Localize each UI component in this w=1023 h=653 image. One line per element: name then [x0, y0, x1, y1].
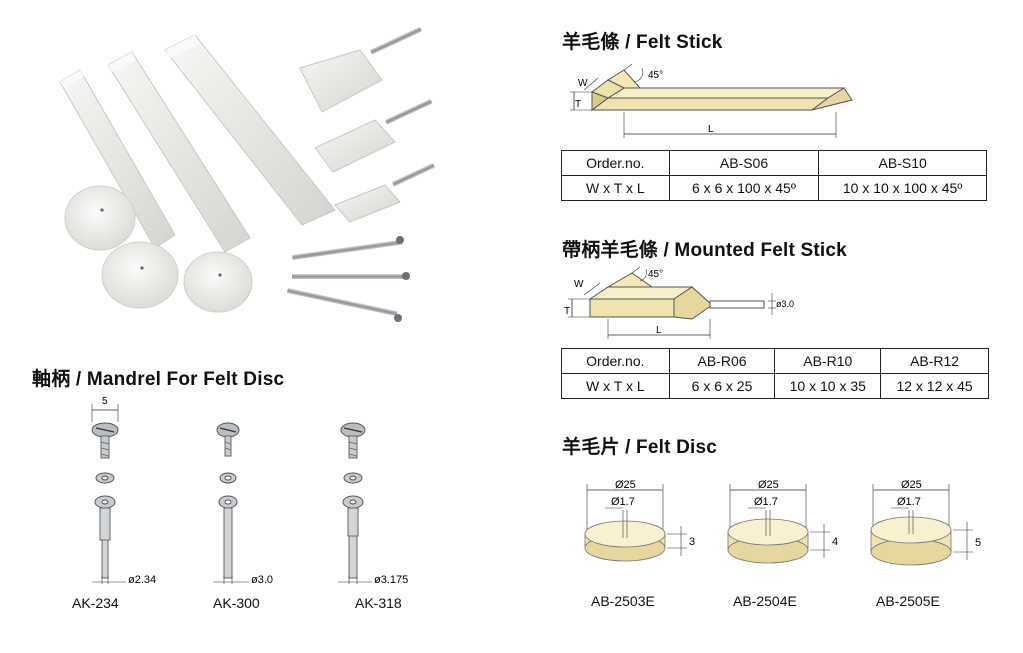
table-row: W x T x L 6 x 6 x 100 x 45º 10 x 10 x 10…: [561, 175, 987, 201]
disc-diameter-label: Ø25: [615, 479, 636, 491]
dim-t-label: T: [575, 99, 581, 110]
dim-w-label: W: [574, 279, 584, 290]
mounted-felt-stick-heading: 帶柄羊毛條 / Mounted Felt Stick: [562, 240, 847, 261]
felt-disc-code: AB-2504E: [733, 593, 797, 609]
felt-stick-photo: [59, 69, 176, 249]
mandrel-photo: [286, 288, 402, 322]
table-row: W x T x L 6 x 6 x 25 10 x 10 x 35 12 x 1…: [561, 373, 989, 399]
disc-diameter-label: Ø25: [758, 479, 779, 491]
table-cell: AB-R10: [774, 348, 882, 374]
felt-stick-spec-table: Order.no. AB-S06 AB-S10 W x T x L 6 x 6 …: [561, 150, 987, 201]
table-cell: W x T x L: [561, 175, 670, 201]
felt-disc-drawing: Ø25 Ø1.7 3: [584, 479, 695, 562]
table-cell: Order.no.: [561, 150, 670, 176]
dim-shank-label: ø3.0: [776, 299, 794, 309]
mandrel-code: AK-318: [355, 595, 402, 611]
disc-hole-label: Ø1.7: [611, 496, 635, 508]
table-cell: 12 x 12 x 45: [880, 373, 989, 399]
felt-disc-photo: [64, 185, 136, 251]
mandrel-drawing: 5 ø2.34: [91, 396, 156, 586]
felt-stick-photo: [164, 34, 336, 226]
dim-angle-label: 45°: [648, 269, 663, 280]
dim-w-label: W: [578, 78, 588, 89]
table-cell: AB-S10: [818, 150, 987, 176]
table-cell: 6 x 6 x 25: [668, 373, 776, 399]
felt-stick-photo: [107, 51, 251, 253]
table-cell: 10 x 10 x 100 x 45º: [818, 175, 987, 201]
table-cell: 6 x 6 x 100 x 45º: [668, 175, 820, 201]
mounted-felt-stick-photo: [299, 26, 422, 113]
disc-thickness-label: 5: [975, 537, 981, 549]
felt-disc-photo: [183, 251, 253, 313]
product-photo: [59, 26, 435, 322]
mounted-felt-stick-photo: [314, 98, 433, 173]
felt-disc-drawing: Ø25 Ø1.7 4: [727, 479, 838, 564]
dim-l-label: L: [656, 325, 662, 336]
disc-hole-label: Ø1.7: [897, 496, 921, 508]
table-cell: 10 x 10 x 35: [774, 373, 882, 399]
felt-disc-code: AB-2503E: [591, 593, 655, 609]
table-cell: AB-R06: [668, 348, 776, 374]
table-cell: Order.no.: [561, 348, 670, 374]
mounted-felt-stick-spec-table: Order.no. AB-R06 AB-R10 AB-R12 W x T x L…: [561, 348, 989, 399]
table-cell: W x T x L: [561, 373, 670, 399]
mandrel-diameter-label: ø3.175: [374, 574, 408, 586]
disc-diameter-label: Ø25: [901, 479, 922, 491]
mandrel-head-width-label: 5: [102, 396, 108, 407]
disc-thickness-label: 4: [832, 536, 838, 548]
disc-thickness-label: 3: [689, 536, 695, 548]
mounted-felt-stick-photo: [334, 162, 435, 223]
felt-disc-code: AB-2505E: [876, 593, 940, 609]
mandrel-code: AK-300: [213, 595, 260, 611]
mounted-felt-stick-drawing: T W 45° L ø3.0: [564, 266, 794, 339]
felt-stick-heading: 羊毛條 / Felt Stick: [562, 32, 723, 53]
felt-disc-heading: 羊毛片 / Felt Disc: [562, 437, 718, 458]
dim-t-label: T: [564, 306, 570, 317]
mandrel-drawing: ø3.0: [213, 422, 273, 586]
table-row: Order.no. AB-R06 AB-R10 AB-R12: [561, 348, 989, 374]
table-row: Order.no. AB-S06 AB-S10: [561, 150, 987, 176]
mandrel-heading: 軸柄 / Mandrel For Felt Disc: [32, 369, 285, 390]
mandrel-photo: [292, 236, 404, 260]
mandrel-photo: [292, 272, 410, 280]
dim-angle-label: 45°: [648, 70, 663, 81]
dim-l-label: L: [708, 124, 714, 135]
table-cell: AB-S06: [668, 150, 820, 176]
felt-disc-photo: [101, 241, 179, 309]
mandrel-diameter-label: ø2.34: [128, 574, 156, 586]
felt-stick-drawing: T W 45° L: [570, 63, 853, 138]
felt-disc-drawing: Ø25 Ø1.7 5: [870, 479, 981, 566]
table-cell: AB-R12: [880, 348, 989, 374]
mandrel-code: AK-234: [72, 595, 119, 611]
mandrel-drawing: ø3.175: [338, 422, 408, 586]
mandrel-diameter-label: ø3.0: [251, 574, 273, 586]
disc-hole-label: Ø1.7: [754, 496, 778, 508]
